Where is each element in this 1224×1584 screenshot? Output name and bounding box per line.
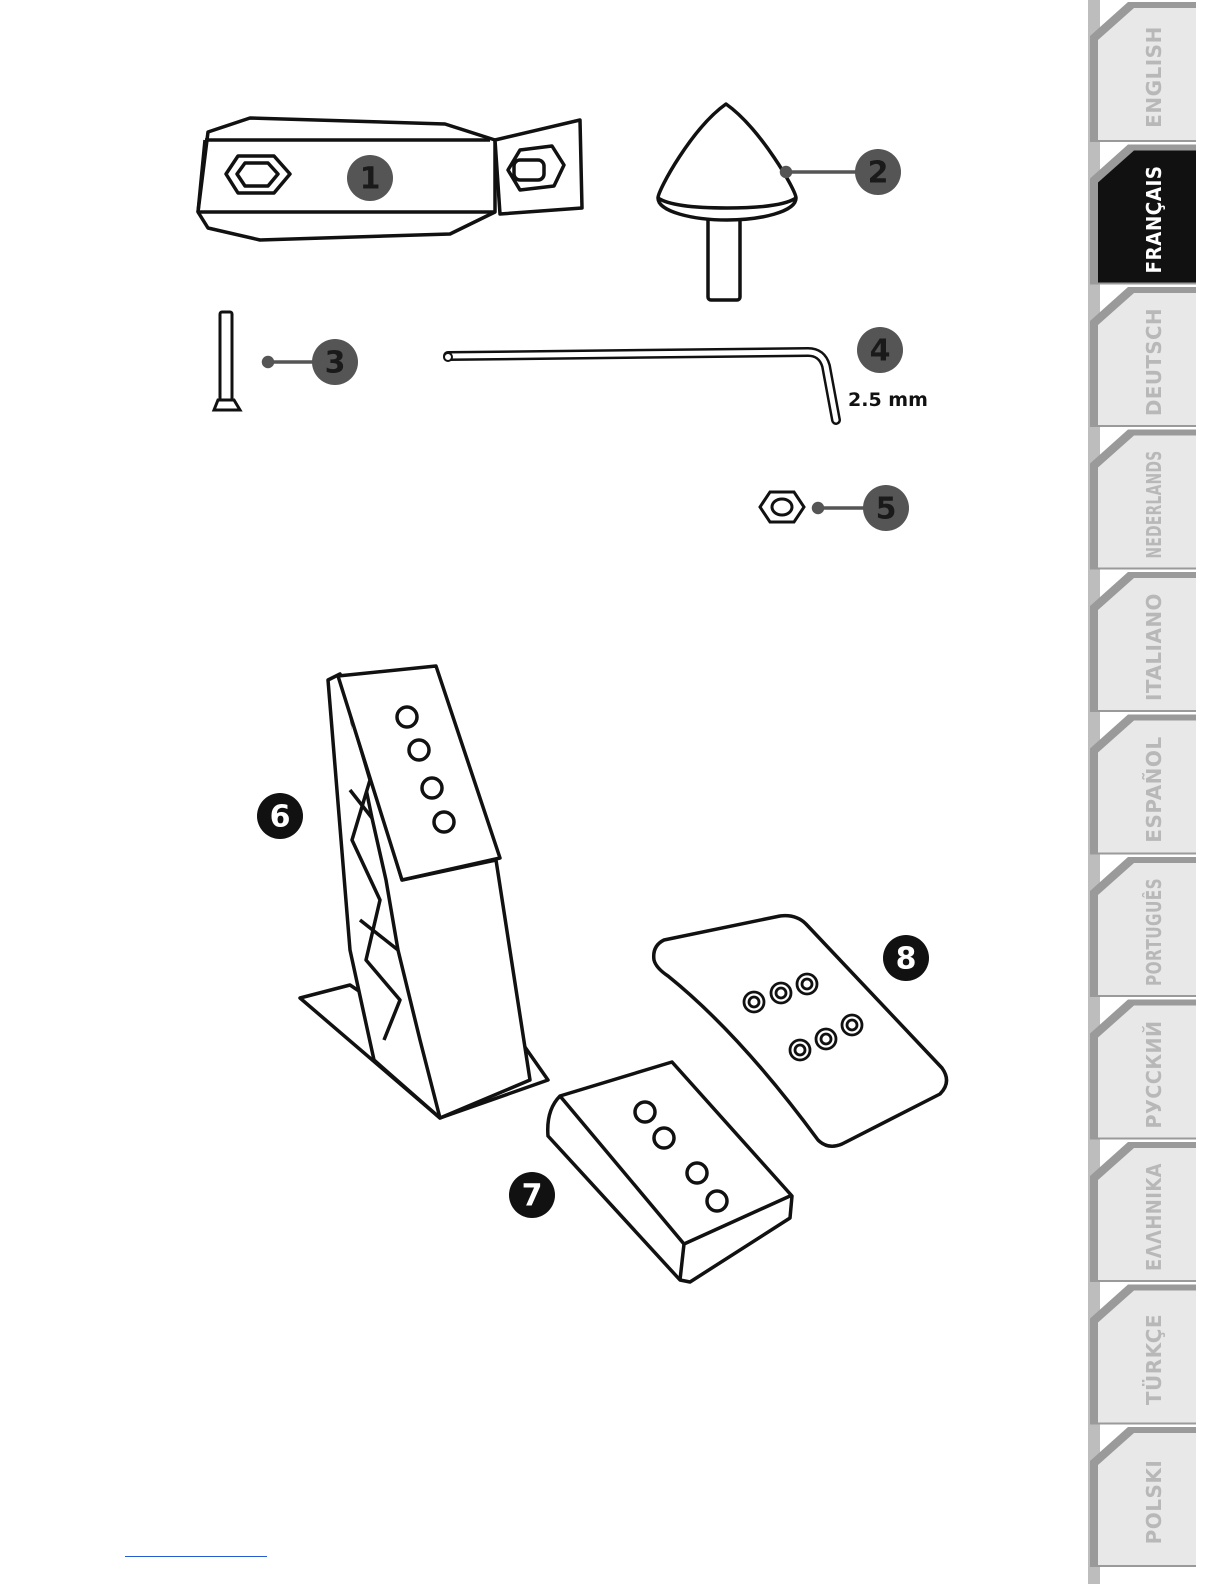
language-tab-4[interactable]: ITALIANO	[1090, 572, 1196, 712]
callout-3: 3	[312, 339, 358, 385]
callout-5: 5	[863, 485, 909, 531]
callout-2: 2	[855, 149, 901, 195]
tab-label: ESPAÑOL	[1142, 736, 1166, 842]
callout-4: 4	[857, 327, 903, 373]
svg-text:2: 2	[868, 156, 889, 191]
callout-7: 7	[509, 1172, 555, 1218]
allen-key-size-label: 2.5 mm	[848, 389, 928, 411]
svg-text:1: 1	[360, 162, 381, 197]
svg-text:3: 3	[325, 346, 346, 381]
tab-label: TÜRKÇE	[1142, 1314, 1166, 1405]
part-7-small-pedal-plate	[548, 1062, 792, 1282]
svg-text:4: 4	[870, 334, 891, 369]
part-5-hex-nut	[760, 492, 804, 522]
language-tabs: ENGLISH FRANÇAIS DEUTSCH NEDERLANDS ITALIANO…	[1088, 0, 1196, 1584]
callout-6: 6	[257, 793, 303, 839]
part-4-allen-key	[444, 352, 836, 420]
tab-label: ENGLISH	[1142, 26, 1166, 128]
language-tab-3[interactable]: NEDERLANDS	[1090, 430, 1196, 570]
tab-label: NEDERLANDS	[1142, 451, 1166, 559]
tab-label: РУССКИЙ	[1142, 1021, 1166, 1129]
tab-label: POLSKI	[1142, 1460, 1166, 1545]
footer-rule	[125, 1556, 267, 1557]
language-tab-1[interactable]: FRANÇAIS	[1090, 145, 1196, 285]
callout-8: 8	[883, 935, 929, 981]
svg-text:7: 7	[522, 1179, 543, 1214]
part-2-cone-stop	[658, 104, 796, 300]
part-3-screw	[214, 312, 240, 410]
language-tab-6[interactable]: PORTUGUÊS	[1090, 857, 1196, 997]
language-tab-7[interactable]: РУССКИЙ	[1090, 1000, 1196, 1140]
tab-label: ITALIANO	[1142, 593, 1166, 701]
tab-label: DEUTSCH	[1142, 308, 1166, 416]
svg-text:8: 8	[896, 942, 917, 977]
language-tab-9[interactable]: TÜRKÇE	[1090, 1285, 1196, 1425]
tab-label: ΕΛΛΗΝΙΚΑ	[1142, 1163, 1166, 1271]
callout-1: 1	[347, 155, 393, 201]
language-tab-0[interactable]: ENGLISH	[1090, 2, 1196, 142]
language-tab-5[interactable]: ESPAÑOL	[1090, 715, 1196, 855]
language-tab-2[interactable]: DEUTSCH	[1090, 287, 1196, 427]
svg-text:5: 5	[876, 492, 897, 527]
tab-label: FRANÇAIS	[1142, 166, 1166, 274]
svg-text:6: 6	[270, 800, 291, 835]
language-tab-10[interactable]: POLSKI	[1090, 1427, 1196, 1567]
language-tab-8[interactable]: ΕΛΛΗΝΙΚΑ	[1090, 1142, 1196, 1282]
part-6-pedal-arm	[300, 666, 548, 1118]
tab-label: PORTUGUÊS	[1142, 878, 1166, 986]
